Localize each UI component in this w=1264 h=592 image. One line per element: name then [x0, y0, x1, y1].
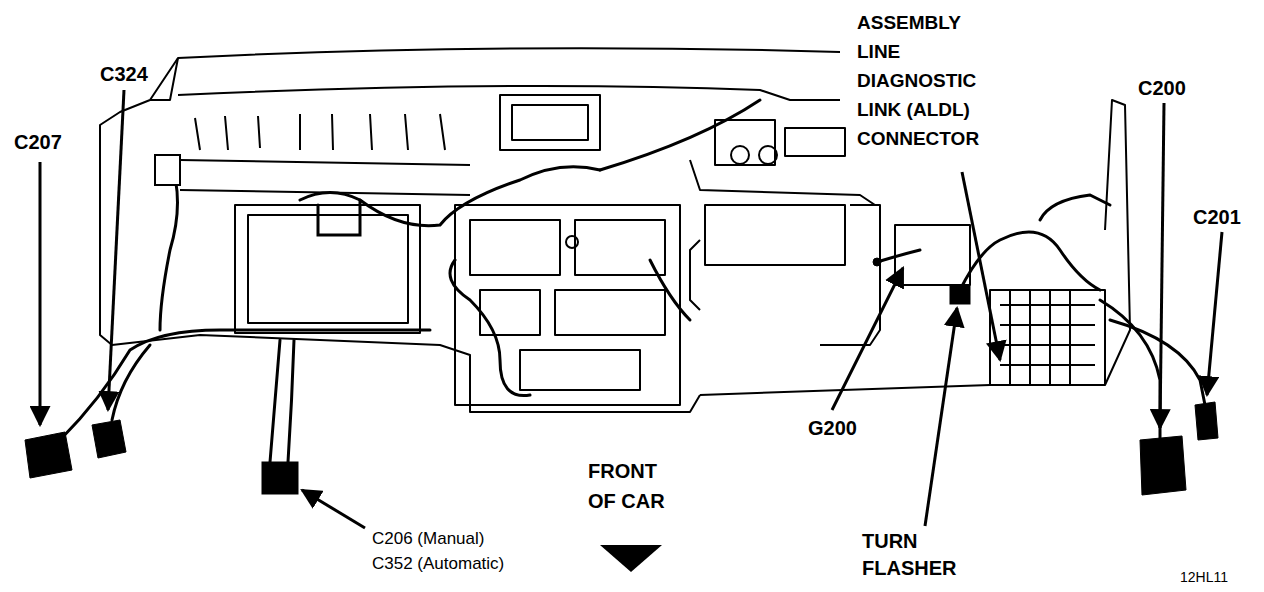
- connector-body: [25, 258, 1218, 495]
- dash-outline: [759, 146, 777, 164]
- wire-harness: [1110, 320, 1205, 405]
- dash-outline: [690, 160, 875, 205]
- callout-label: G200: [808, 416, 857, 440]
- leader-arrow: [39, 162, 42, 425]
- dash-outline: [575, 220, 665, 275]
- dash-outline: [731, 146, 749, 164]
- callout-label: C200: [1138, 76, 1186, 100]
- dash-outline: [500, 95, 600, 150]
- connector-body: [1195, 402, 1218, 440]
- wire-harness: [1040, 195, 1110, 220]
- connector-body: [950, 286, 970, 304]
- dash-outline: [112, 335, 700, 412]
- dash-outline: [705, 205, 845, 265]
- dash-outline: [100, 100, 150, 345]
- connector-body: [25, 432, 72, 478]
- leader-arrow: [962, 172, 1000, 360]
- wire-harness: [600, 100, 760, 170]
- dash-outline: [195, 114, 445, 150]
- wire-harness: [270, 340, 280, 462]
- dash-outline: [785, 128, 845, 156]
- leader-arrow: [108, 90, 124, 410]
- dash-outline: [520, 350, 640, 390]
- front-arrow: [600, 545, 662, 572]
- dash-outline: [480, 290, 540, 335]
- dash-outline: [100, 48, 1130, 412]
- leader-arrow: [925, 308, 957, 526]
- dash-outline: [150, 48, 840, 100]
- callout-label: FRONT OF CAR: [588, 456, 678, 516]
- wire-harness: [300, 167, 600, 226]
- connector-body: [873, 258, 881, 266]
- wire-harness: [450, 260, 530, 396]
- callout-label: C352 (Automatic): [372, 553, 504, 575]
- callout-label: C201: [1193, 205, 1241, 229]
- wire-harness: [60, 100, 1205, 462]
- wire-harness: [155, 155, 180, 185]
- front-arrow: [600, 545, 662, 572]
- wire-harness: [288, 340, 294, 462]
- connector-body: [92, 420, 126, 458]
- leader-arrow: [1160, 103, 1164, 428]
- dash-outline: [470, 220, 560, 275]
- dash-outline: [1000, 305, 1095, 365]
- dash-outline: [235, 205, 420, 333]
- dash-outline: [990, 290, 1105, 385]
- leader-arrow: [832, 268, 903, 410]
- dash-outline: [690, 240, 700, 310]
- dash-outline: [1105, 100, 1130, 385]
- leader-arrow: [40, 90, 1222, 528]
- leader-arrow: [1207, 232, 1222, 395]
- callout-label: C207: [14, 130, 62, 154]
- dash-outline: [820, 205, 880, 345]
- dash-outline: [566, 236, 578, 248]
- connector-body: [262, 462, 298, 494]
- dash-outline: [180, 160, 470, 195]
- callout-label: ASSEMBLY LINE DIAGNOSTIC LINK (ALDL) CON…: [857, 8, 982, 153]
- callout-label: 12HL11: [1180, 568, 1228, 586]
- wire-harness: [318, 200, 360, 235]
- dash-outline: [512, 105, 588, 140]
- callout-label: C206 (Manual): [372, 528, 484, 550]
- dash-outline: [1010, 290, 1070, 385]
- dash-outline: [715, 120, 775, 165]
- leader-arrow: [302, 490, 365, 528]
- dash-outline: [178, 86, 840, 100]
- connector-body: [1140, 436, 1186, 495]
- dash-outline: [455, 205, 680, 405]
- dash-outline: [150, 58, 178, 100]
- dash-outline: [555, 290, 665, 335]
- dash-outline: [248, 215, 408, 323]
- callout-label: C324: [100, 62, 148, 86]
- callout-label: TURN FLASHER: [862, 528, 962, 582]
- wire-harness: [112, 345, 150, 420]
- wire-harness: [877, 250, 920, 262]
- wire-harness: [650, 260, 690, 320]
